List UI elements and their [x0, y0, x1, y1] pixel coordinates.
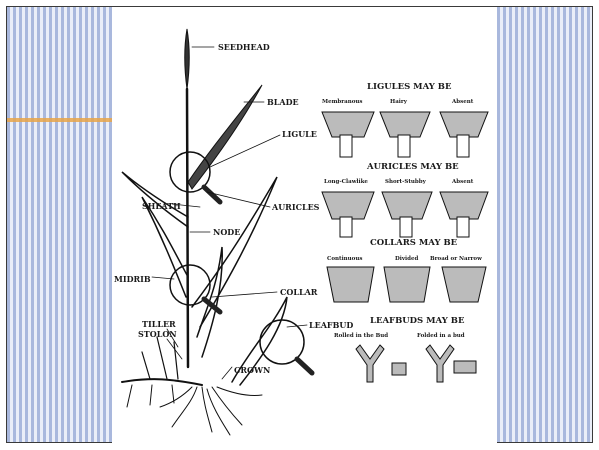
leafbud-option-2: Folded in a bud: [417, 333, 465, 339]
ligule-option-2: Hairy: [390, 99, 408, 105]
grass-plant-diagram: SEEDHEAD BLADE LIGULE SHEATH AURICLES NO…: [112, 7, 497, 443]
stolon-drawing: [122, 379, 202, 385]
label-auricles: AURICLES: [271, 202, 320, 212]
collar-option-2: Divided: [395, 256, 418, 262]
seedhead-drawing: [185, 29, 190, 89]
label-tiller: TILLER: [142, 319, 176, 329]
ligule-illustrations: [322, 112, 488, 157]
auricle-option-2: Short-Stubby: [385, 179, 427, 185]
main-stem: [187, 89, 188, 367]
ligules-section-title: LIGULES MAY BE: [367, 82, 452, 92]
grass-diagram-panel: SEEDHEAD BLADE LIGULE SHEATH AURICLES NO…: [112, 7, 497, 443]
ligule-option-1: Membranous: [322, 99, 362, 105]
leafbud-magnifier-handle: [297, 359, 312, 373]
leafbud-option-1: Rolled in the Bud: [334, 333, 388, 339]
label-collar: COLLAR: [280, 287, 318, 297]
auricle-illustrations: [322, 192, 488, 237]
label-leafbud: LEAFBUD: [309, 320, 353, 330]
label-midrib: MIDRIB: [114, 274, 151, 284]
leafbud-illustrations: [356, 345, 476, 382]
label-node: NODE: [213, 227, 240, 237]
label-sheath: SHEATH: [142, 201, 181, 211]
leafbuds-section-title: LEAFBUDS MAY BE: [370, 316, 465, 326]
label-seedhead: SEEDHEAD: [218, 42, 270, 52]
right-leaf-drawing: [192, 177, 277, 327]
blade-drawing: [188, 85, 262, 189]
tiller-drawing: [142, 337, 178, 379]
collar-option-3: Broad or Narrow: [430, 256, 482, 262]
auricle-option-1: Long-Clawlike: [324, 179, 368, 185]
collar-option-1: Continuous: [327, 256, 362, 262]
label-ligule: LIGULE: [282, 129, 317, 139]
auricles-section-title: AURICLES MAY BE: [366, 162, 459, 172]
label-stolon: STOLON: [138, 329, 177, 339]
auricle-option-3: Absent: [451, 179, 474, 185]
label-crown: CROWN: [234, 365, 270, 375]
collar-illustrations: [327, 267, 486, 302]
roots-drawing: [127, 385, 262, 435]
ligule-option-3: Absent: [451, 99, 474, 105]
collars-section-title: COLLARS MAY BE: [370, 238, 458, 248]
label-blade: BLADE: [267, 97, 299, 107]
